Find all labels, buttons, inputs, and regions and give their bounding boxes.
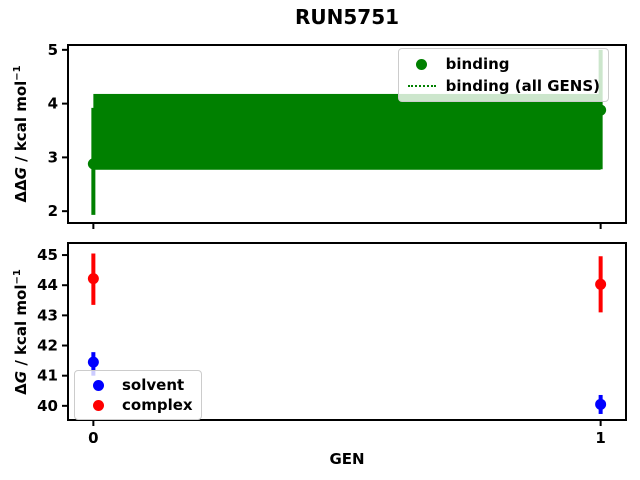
plot1-ytick-label-44: 44	[37, 276, 58, 294]
plot1-ytick-label-42: 42	[37, 337, 58, 355]
plot1-spines	[67, 242, 627, 421]
legend-swatch	[83, 379, 113, 391]
units-text: / kcal mol	[12, 80, 30, 168]
plot0-ytick-label-3: 3	[48, 148, 58, 166]
top-y-axis-label: ΔΔG / kcal mol−1	[12, 65, 30, 202]
solvent-marker-icon	[92, 379, 104, 391]
plot1-ytick-label-41: 41	[37, 367, 58, 385]
exponent-text: −1	[12, 65, 23, 81]
complex-marker-icon	[92, 399, 104, 411]
plot0-ytick-label-4: 4	[48, 95, 58, 113]
legend-item-complex: complex	[83, 395, 193, 415]
plot0-ytick-label-2: 2	[48, 202, 58, 220]
plot1-ytick-label-45: 45	[37, 246, 58, 264]
plot1-xtick-label-1: 1	[595, 429, 605, 447]
legend-swatch	[83, 399, 113, 411]
plot1-ytick-label-40: 40	[37, 397, 58, 415]
plot1-ytick-label-43: 43	[37, 306, 58, 324]
plot0-binding-point-gen0	[87, 158, 99, 170]
plot1-complex-point-gen0	[87, 273, 99, 285]
exponent-text: −1	[12, 269, 23, 285]
bottom-y-axis-label: ΔG / kcal mol−1	[12, 269, 30, 395]
plot0-binding-point-gen1	[595, 104, 607, 116]
plot1-solvent-point-gen1	[595, 398, 607, 410]
g-variable: G	[12, 167, 30, 180]
units-text: / kcal mol	[12, 284, 30, 371]
legend-item-binding: binding	[407, 53, 600, 75]
plot1-xtick-label-0: 0	[88, 429, 98, 447]
legend-label-binding: binding	[445, 55, 510, 73]
legend-label-complex: complex	[122, 396, 193, 414]
bottom-plot-legend: solvent complex	[74, 370, 202, 420]
legend-label-binding-all-gens: binding (all GENS)	[445, 77, 600, 95]
dotted-line-icon	[407, 85, 436, 87]
g-variable: G	[12, 370, 30, 384]
legend-item-solvent: solvent	[83, 375, 193, 395]
delta-symbol: Δ	[12, 383, 30, 395]
binding-marker-icon	[416, 58, 428, 70]
legend-item-binding-all-gens: binding (all GENS)	[407, 75, 600, 97]
plot0-spines	[67, 44, 627, 224]
plot1-complex-point-gen1	[595, 278, 607, 290]
legend-swatch	[407, 58, 437, 70]
legend-label-solvent: solvent	[122, 376, 185, 394]
delta-symbols: ΔΔ	[12, 179, 30, 203]
top-plot-legend: binding binding (all GENS)	[397, 48, 609, 102]
plot0-uncertainty-band	[93, 93, 601, 170]
plot1-solvent-point-gen0	[87, 356, 99, 368]
x-axis-label: GEN	[329, 450, 365, 468]
figure-title: RUN5751	[294, 5, 400, 29]
plot0-ytick-label-5: 5	[48, 41, 58, 59]
legend-swatch	[407, 85, 437, 87]
